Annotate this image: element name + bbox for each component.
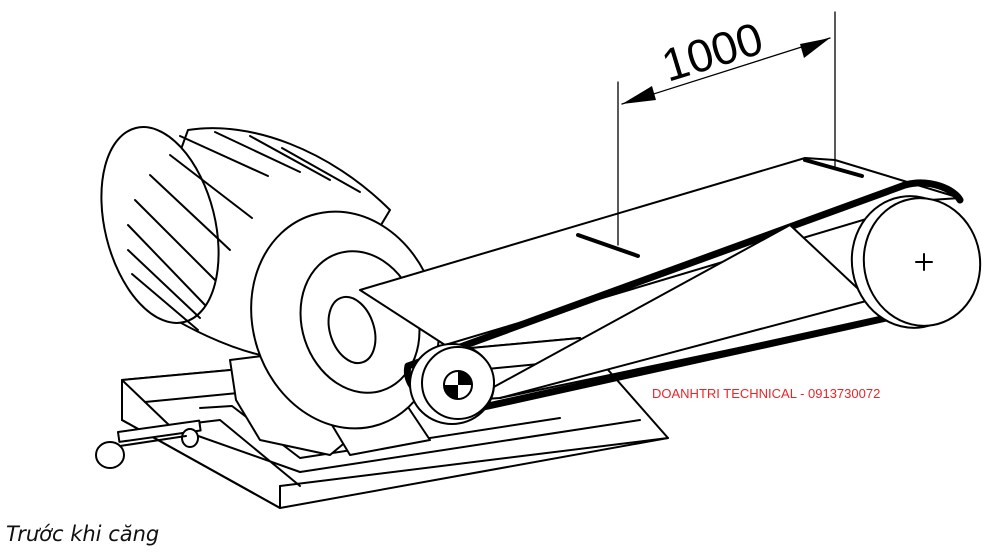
watermark: DOANHTRI TECHNICAL - 0913730072 — [652, 386, 880, 401]
dimension-label: 1000 — [656, 12, 769, 92]
tension-screw — [95, 419, 202, 469]
driven-pulley — [850, 195, 982, 329]
figure-caption: Trước khi căng — [6, 522, 160, 546]
drive-pulley — [409, 343, 495, 425]
belt-mark-left — [576, 233, 640, 258]
belt-mark-right — [803, 158, 864, 178]
dimension-line — [617, 11, 836, 246]
